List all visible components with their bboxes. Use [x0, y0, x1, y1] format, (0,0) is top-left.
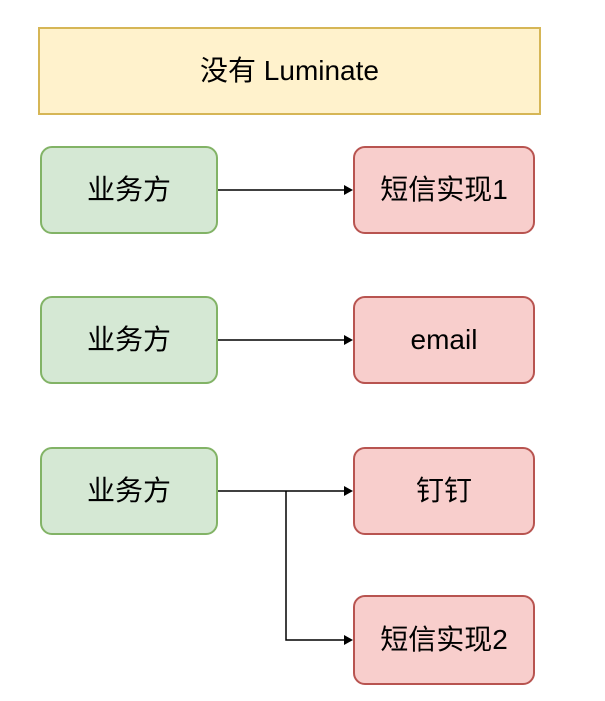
target-node-email: email [353, 296, 535, 384]
target-node-dingtalk: 钉钉 [353, 447, 535, 535]
target-node-sms2: 短信实现2 [353, 595, 535, 685]
target-node-sms1: 短信实现1 [353, 146, 535, 234]
source-node-3-label: 业务方 [86, 475, 171, 507]
source-node-2: 业务方 [40, 296, 218, 384]
title-box: 没有 Luminate [38, 27, 541, 115]
source-node-2-label: 业务方 [86, 324, 171, 356]
title-label: 没有 Luminate [200, 55, 379, 87]
target-node-dingtalk-label: 钉钉 [415, 475, 472, 507]
arrow-source3-to-sms2 [285, 491, 353, 645]
source-node-1: 业务方 [40, 146, 218, 234]
target-node-sms2-label: 短信实现2 [380, 624, 508, 656]
target-node-email-label: email [410, 324, 478, 356]
target-node-sms1-label: 短信实现1 [380, 174, 508, 206]
source-node-1-label: 业务方 [86, 174, 171, 206]
source-node-3: 业务方 [40, 447, 218, 535]
